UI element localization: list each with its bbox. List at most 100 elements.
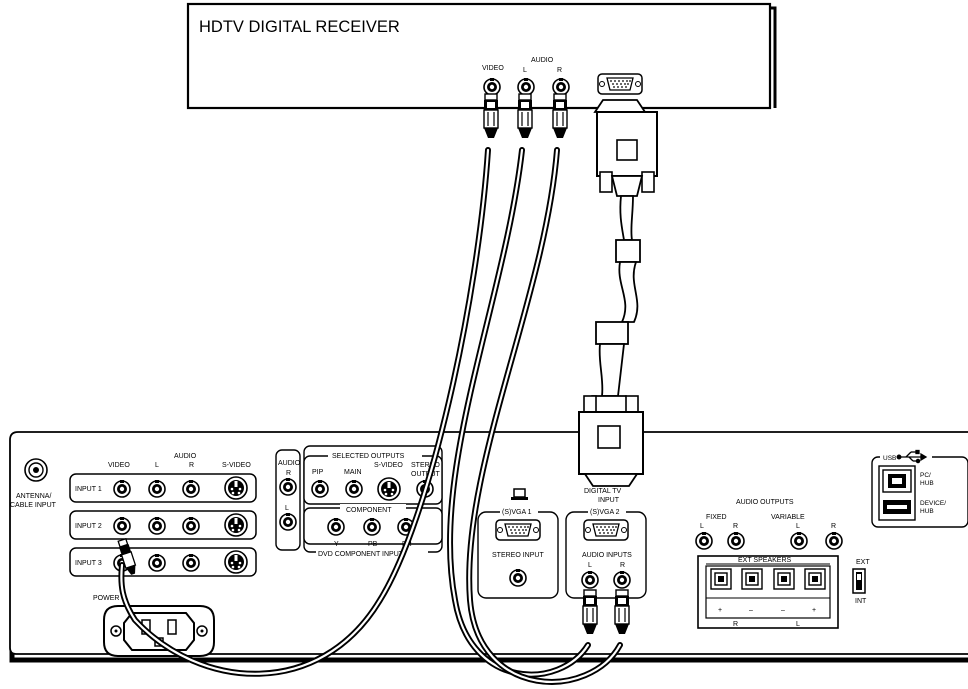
av-inputs: VIDEO AUDIO L R S-VIDEO INPUT 1 INPUT 2 … [69,453,257,577]
ext-speakers: EXT SPEAKERS + – – + R L [697,555,839,629]
input2-audio-l-jack [148,516,166,535]
component-pb-label: PB [368,541,378,548]
usb-icon [896,449,928,464]
variable-l-jack [790,531,808,550]
digital-tv-label-2: INPUT [598,497,620,504]
fixed-l-label: L [700,523,704,530]
pip-label: PIP [312,469,324,476]
device-hub-label-2: HUB [920,508,934,515]
ext-speakers-label: EXT SPEAKERS [738,557,792,564]
svga2-label: (S)VGA 2 [590,509,620,516]
receiver-audio-l-label: L [523,67,527,74]
spk-l-minus: – [781,607,785,614]
variable-r-label: R [831,523,836,530]
receiver-audio-r-label: R [557,67,562,74]
audio-inputs-l-jack [581,570,599,589]
antenna-label-line2: CABLE INPUT [10,502,57,509]
audio-out-r-jack [279,477,297,496]
input3-svideo-jack [224,550,248,574]
input1-audio-l-jack [148,479,166,498]
receiver-video-jack [483,77,501,96]
spk-l-label: L [796,621,800,628]
spk-l-plus: + [812,607,816,614]
ext-int-switch: EXT INT [852,559,870,605]
av-audio-label: AUDIO [174,453,197,460]
receiver-audio-l-jack [517,77,535,96]
antenna-label-line1: ANTENNA/ [16,493,51,500]
input2-svideo-jack [224,513,248,537]
input3-audio-l-jack [148,553,166,572]
receiver-vga-port [597,73,643,95]
input2-label: INPUT 2 [75,523,102,530]
pc-hub-label-2: HUB [920,480,934,487]
av-r-label: R [189,462,194,469]
stereo-input-label: STEREO INPUT [492,552,544,559]
digital-tv-label-1: DIGITAL TV [584,488,622,495]
receiver-audio-label: AUDIO [531,57,554,64]
hdtv-receiver: HDTV DIGITAL RECEIVER VIDEO AUDIO L R [186,2,777,110]
variable-l-label: L [796,523,800,530]
component-label: COMPONENT [346,507,392,514]
receiver-audio-r-jack [552,77,570,96]
input1-svideo-jack [224,476,248,500]
audio-l-plug-bottom [582,589,598,635]
variable-label: VARIABLE [771,514,805,521]
audio-out-l-jack [279,512,297,531]
pc-hub-label-1: PC/ [920,472,931,479]
svga2-port [583,519,629,541]
fixed-r-label: R [733,523,738,530]
receiver-plugs [483,93,568,139]
vga2-section: DIGITAL TV INPUT (S)VGA 2 AUDIO INPUTS L… [565,488,647,599]
av-svideo-label: S-VIDEO [222,462,251,469]
input3-label: INPUT 3 [75,560,102,567]
computer-icon [513,488,526,498]
svideo-output-jack [377,477,401,501]
antenna-input: ANTENNA/ CABLE INPUT [10,458,57,509]
audio-outputs-label: AUDIO OUTPUTS [736,499,794,506]
receiver-video-label: VIDEO [482,65,504,72]
panel-plugs [117,537,630,635]
int-label: INT [855,598,867,605]
usb-section: USB PC/ HUB DEVICE/ HUB [871,449,968,528]
audio-r-label: R [286,470,291,477]
audio-r-heading: AUDIO [278,460,301,467]
stereo-output-label-1: STEREO [411,462,440,469]
ext-label: EXT [856,559,870,566]
power-label: POWER [93,595,119,602]
input3-audio-r-jack [182,553,200,572]
rca-cables [118,147,623,685]
vga-cable [578,99,658,487]
svideo-output-label: S-VIDEO [374,462,403,469]
main-jack [345,479,363,498]
audio-l-label: L [285,505,289,512]
audio-inputs-l-label: L [588,562,592,569]
stereo-output-label-2: OUTPUT [411,471,441,478]
av-video-label: VIDEO [108,462,130,469]
component-pb-jack [363,517,381,536]
main-label: MAIN [344,469,362,476]
component-y-jack [327,517,345,536]
input2-video-jack [113,516,131,535]
usb-label: USB [883,455,896,462]
input2-audio-r-jack [182,516,200,535]
receiver-title: HDTV DIGITAL RECEIVER [199,18,400,36]
dvd-component-input-label: DVD COMPONENT INPUT [318,551,404,558]
input1-label: INPUT 1 [75,486,102,493]
spk-r-label: R [733,621,738,628]
spk-r-minus: – [749,607,753,614]
video-plug-top [483,93,499,139]
audio-outputs: AUDIO OUTPUTS FIXED VARIABLE L R L R [695,499,843,550]
fixed-l-jack [695,531,713,550]
input1-video-jack [113,479,131,498]
fixed-label: FIXED [706,514,727,521]
variable-r-jack [825,531,843,550]
vga1-section: (S)VGA 1 STEREO INPUT [477,488,559,599]
av-l-label: L [155,462,159,469]
pip-jack [311,479,329,498]
audio-inputs-r-label: R [620,562,625,569]
svga1-port [495,519,541,541]
component-y-label: Y [334,541,339,548]
video-plug-bottom [117,537,137,575]
audio-r-plug-top [552,93,568,139]
